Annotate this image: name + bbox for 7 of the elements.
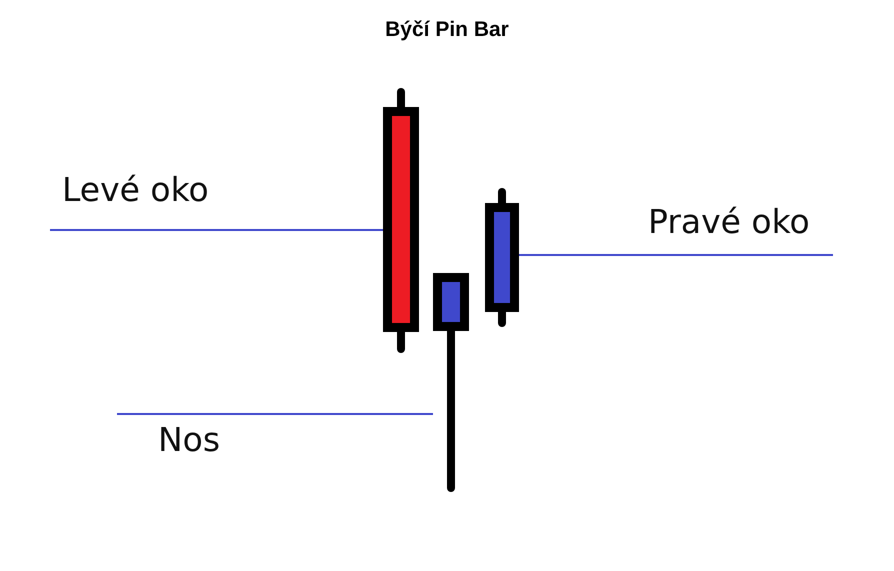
leader-line — [519, 254, 833, 256]
callout-label: Pravé oko — [648, 202, 810, 241]
callout-label: Nos — [158, 420, 220, 459]
chart-title: Býčí Pin Bar — [384, 18, 510, 42]
leader-line — [117, 413, 433, 415]
leader-line — [50, 229, 383, 231]
callout-label: Levé oko — [62, 170, 209, 209]
